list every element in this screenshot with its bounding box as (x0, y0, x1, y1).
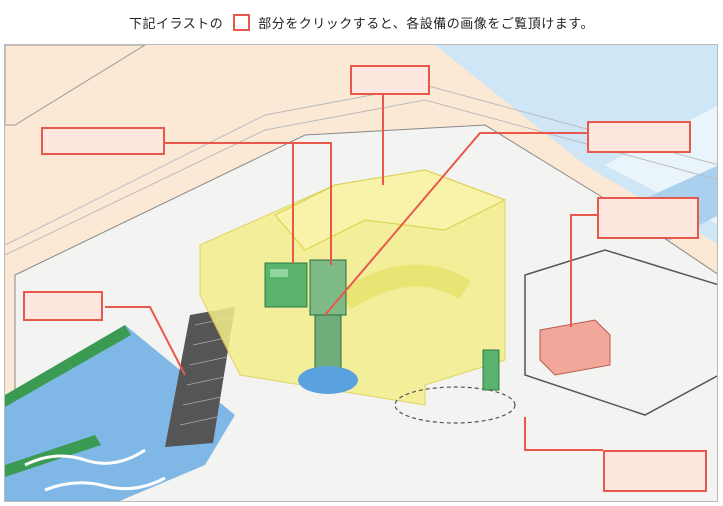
control-panel-screen (270, 269, 288, 277)
instruction-text-before: 下記イラストの (129, 16, 224, 32)
pump-station-illustration (5, 45, 717, 501)
generator-shape (539, 319, 611, 376)
fuel-tank-outline (394, 386, 516, 424)
discharge-pipe (339, 264, 471, 310)
road-line-1 (5, 84, 717, 246)
illustration-frame (4, 44, 718, 502)
embankment-left (5, 45, 146, 126)
water-ripple-1 (24, 448, 146, 467)
hotspot-control-panel[interactable] (41, 127, 165, 155)
tower-equipment (482, 349, 500, 391)
channel-wall-green-top (5, 325, 131, 407)
instruction-header: 下記イラストの 部分をクリックすると、各設備の画像をご覧頂けます。 (0, 0, 723, 44)
road-line-2 (5, 99, 717, 256)
hotspot-generator[interactable] (597, 197, 699, 239)
hotspot-fuel-tank[interactable] (603, 450, 707, 492)
water-ripple-2 (44, 476, 166, 492)
hotspot-building[interactable] (350, 65, 430, 95)
screen-rack (165, 307, 235, 447)
hotspot-pump[interactable] (587, 121, 691, 153)
pump-motor (309, 259, 347, 316)
pump-sump-water (298, 366, 358, 394)
building-roof (274, 169, 507, 251)
instruction-text-after: 部分をクリックすると、各設備の画像をご覧頂けます。 (258, 16, 594, 32)
hotspot-legend-box (233, 13, 251, 31)
upper-water (435, 45, 717, 244)
generator-room (524, 249, 717, 416)
hotspot-screen[interactable] (23, 291, 103, 321)
leader-lines (105, 85, 603, 451)
